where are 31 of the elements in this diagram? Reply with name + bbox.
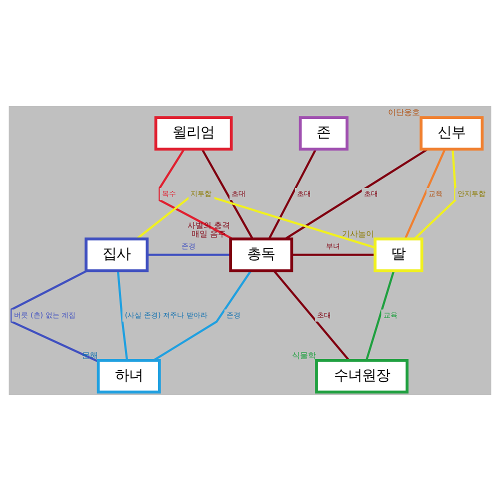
connector	[292, 253, 375, 256]
connector	[116, 270, 128, 360]
connector	[201, 148, 254, 239]
node-box: 수녀원장	[315, 358, 409, 394]
node-box: 존	[298, 116, 348, 150]
connector	[365, 270, 395, 360]
node-box: 신부	[420, 116, 484, 150]
edge-label: 부녀	[326, 241, 340, 250]
edge-label: 존경	[182, 241, 196, 250]
edge-label: 버릇 (츤) 없는 계집	[14, 310, 76, 320]
connector	[273, 270, 350, 361]
node-box: 총독	[229, 237, 294, 272]
edge-label: 존경	[226, 310, 241, 320]
edge-label: 교육	[428, 188, 443, 198]
node-box: 집사	[84, 237, 149, 272]
edge-label: 초대	[297, 188, 312, 198]
edge-label: 초대	[364, 188, 378, 198]
connector	[268, 148, 317, 239]
edge-label: 초대	[317, 310, 332, 320]
edge-label: 안지투합	[457, 188, 486, 198]
edge-label: 지투함	[190, 188, 212, 198]
edge-label: 초대	[232, 188, 246, 198]
edge-label: 교육	[383, 310, 398, 320]
node-box: 딸	[374, 237, 424, 272]
connector	[147, 253, 231, 256]
connector	[414, 148, 456, 240]
connector	[136, 196, 376, 248]
edge-label: (사실 존경) 저주나 받아라	[124, 310, 208, 320]
node-box: 하녀	[96, 358, 161, 394]
edge-label: 복수	[162, 188, 176, 198]
node-box: 윌리엄	[154, 116, 233, 150]
